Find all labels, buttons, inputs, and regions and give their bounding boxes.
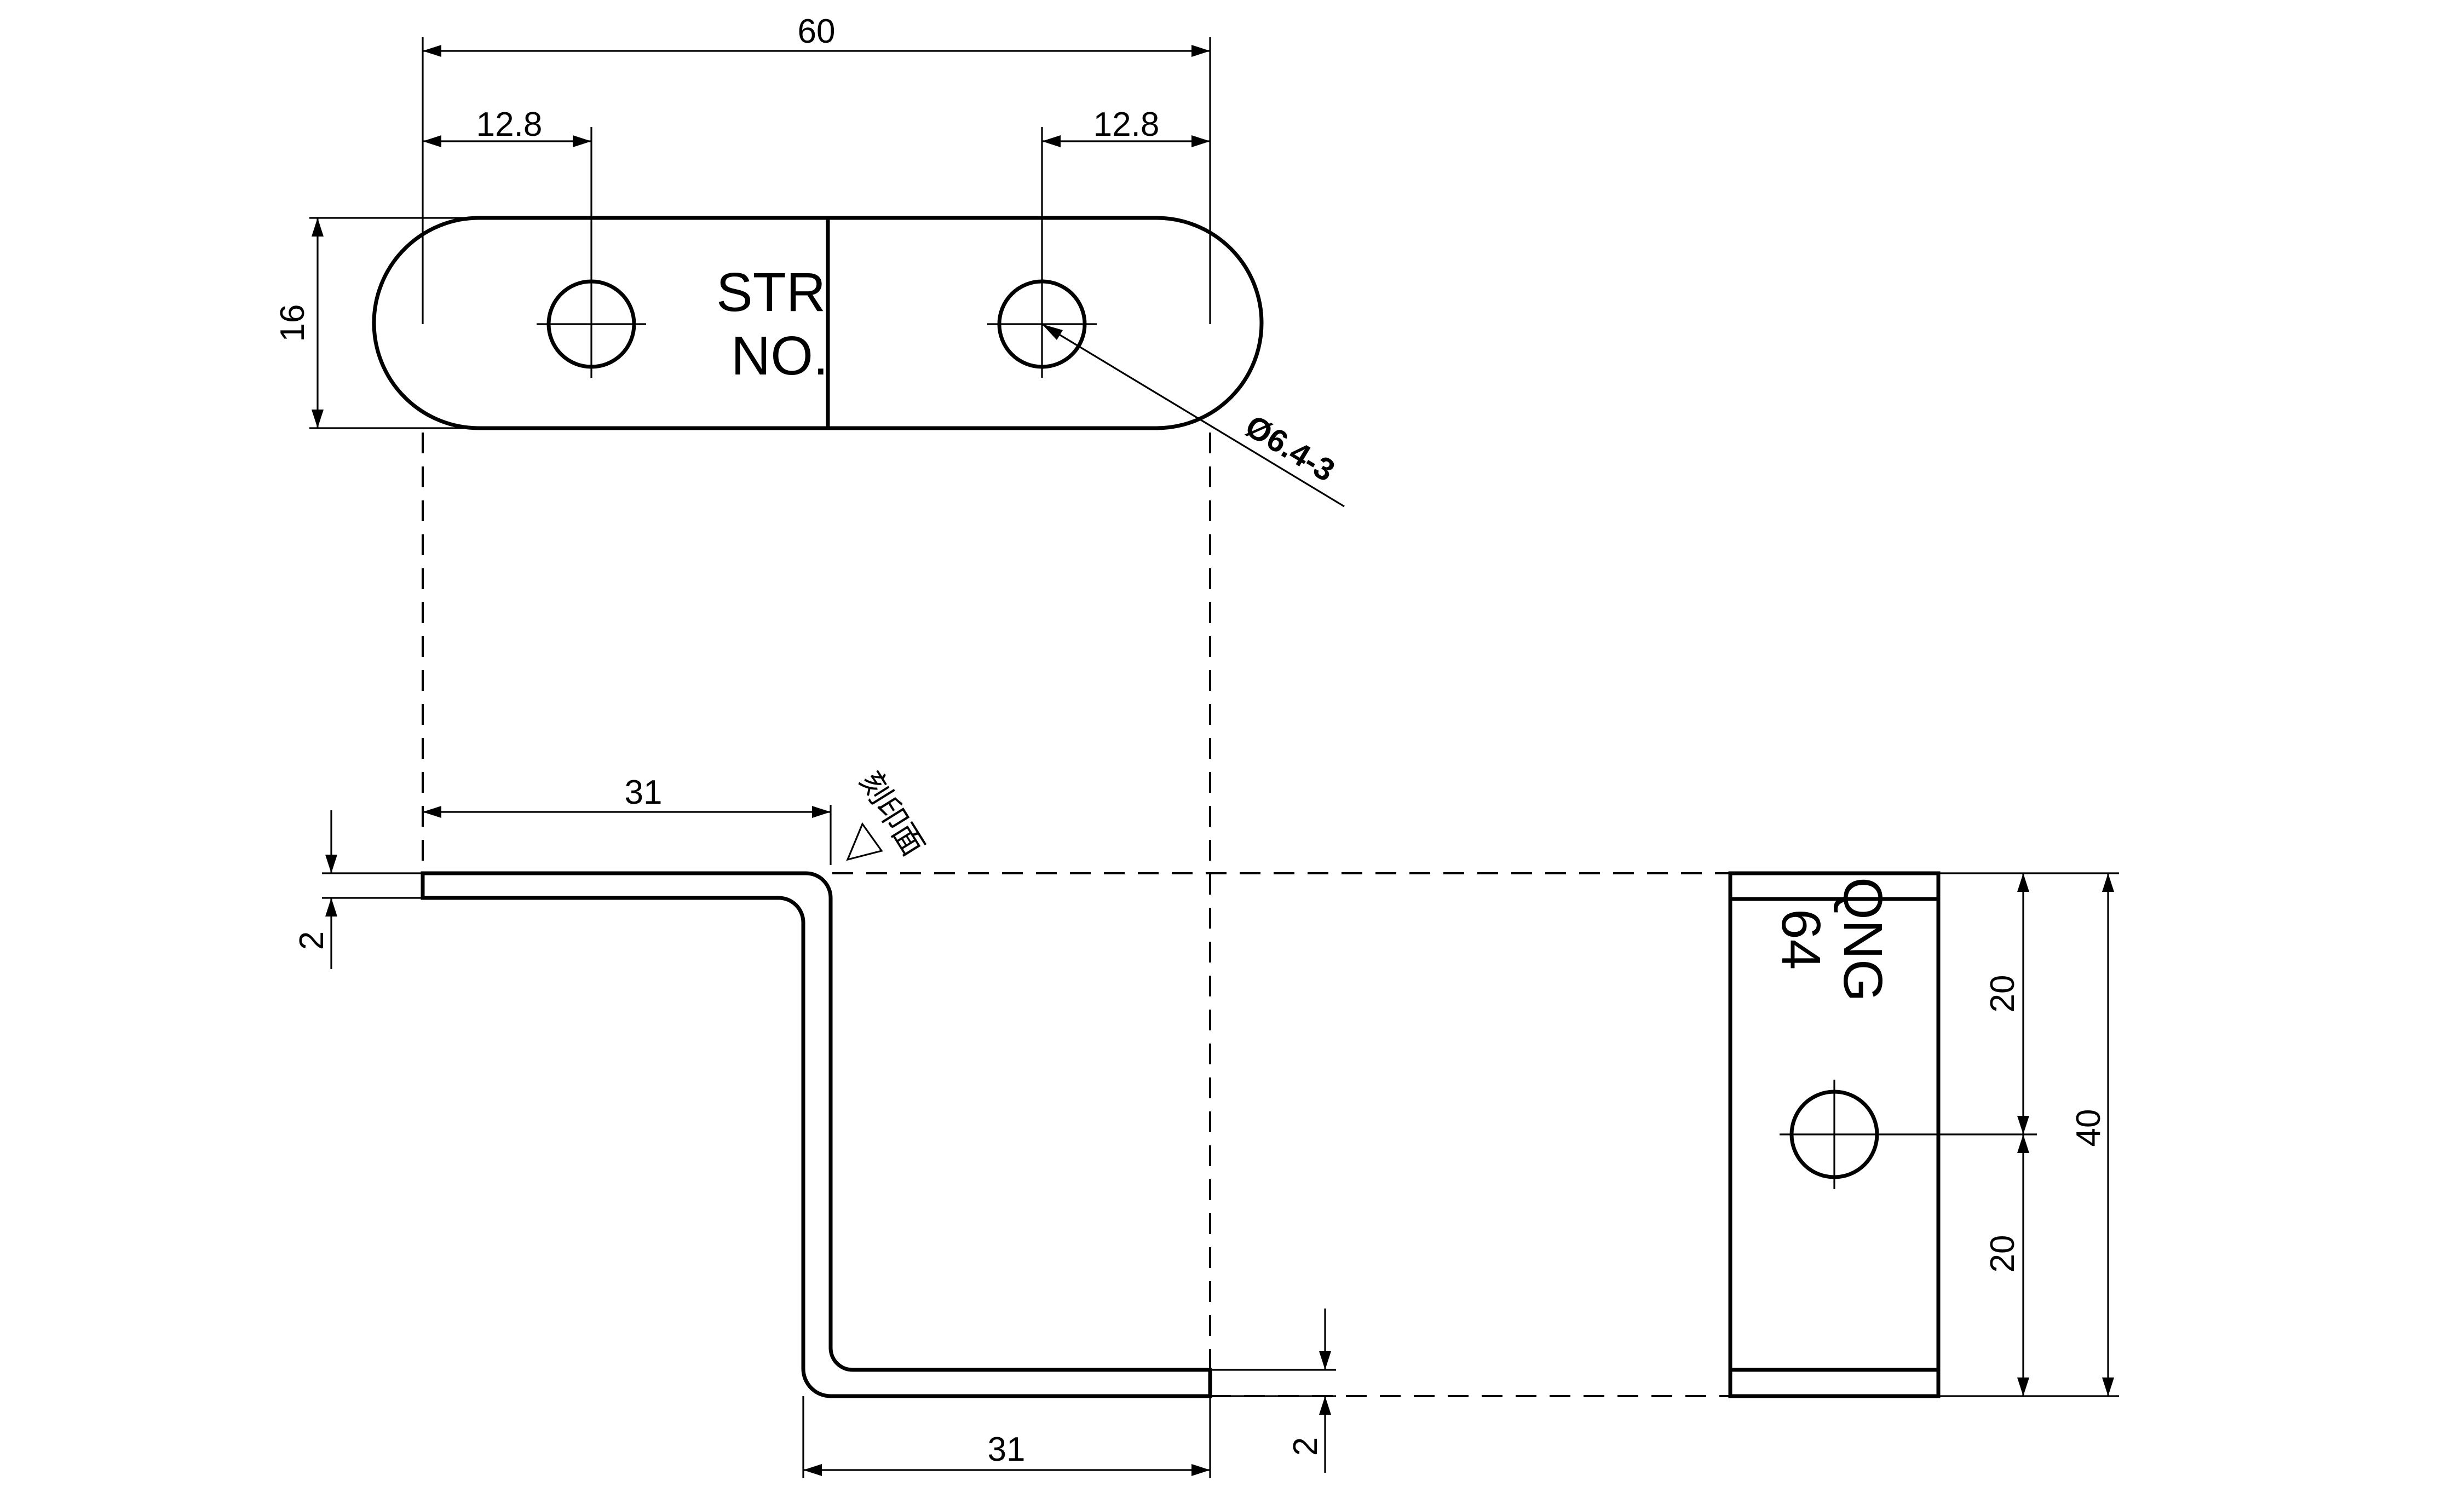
arrow [312, 218, 324, 237]
dim-hole-offset-left: 12.8 [476, 106, 543, 143]
arrow [1319, 1351, 1331, 1370]
side-mark-line1: QNG [1832, 877, 1893, 1002]
arrow [423, 135, 441, 147]
dim-overall-width: 60 [798, 13, 836, 50]
plate-outline [372, 216, 1264, 430]
side-mark-line2: 64 [1770, 909, 1832, 970]
arrow [325, 855, 337, 873]
dim-plate-height: 16 [274, 304, 312, 342]
arrow [2017, 873, 2029, 892]
arrow [2102, 1378, 2114, 1396]
arrow [1319, 1396, 1331, 1415]
arrow [1042, 324, 1063, 340]
hole-callout-leader [1041, 323, 1345, 508]
arrow [325, 898, 337, 917]
arrow [812, 806, 831, 818]
bracket-outline [421, 871, 1212, 1398]
arrow [1191, 1464, 1210, 1476]
arrow [2017, 1134, 2029, 1153]
arrow [423, 45, 441, 57]
arrow [312, 410, 324, 428]
arrow [803, 1464, 822, 1476]
dim-side-total: 40 [2070, 1109, 2108, 1147]
marking-face-label: 刻印面 [852, 765, 931, 862]
marking-line1: STR [716, 262, 826, 323]
arrow [573, 135, 591, 147]
marking-line2: NO. [731, 325, 828, 387]
arrow [2017, 1116, 2029, 1134]
dim-side-upper-half: 20 [1984, 975, 2022, 1013]
arrow [1191, 135, 1210, 147]
arrow [1042, 135, 1061, 147]
dim-hole-offset-right: 12.8 [1093, 106, 1160, 143]
arrow [2017, 1378, 2029, 1396]
dim-flange-top-length: 31 [625, 774, 663, 811]
top-view: STR NO. 60 12.8 12.8 16 Ø6.4-3 [274, 13, 1345, 508]
dim-flange-bottom-length: 31 [988, 1431, 1026, 1468]
dim-thickness-top: 2 [293, 931, 331, 950]
side-view: QNG 64 20 20 40 [1728, 871, 2119, 1398]
dim-side-lower-half: 20 [1984, 1235, 2022, 1273]
dim-thickness-bottom: 2 [1287, 1437, 1325, 1456]
arrow [1191, 45, 1210, 57]
hole-callout: Ø6.4-3 [1239, 408, 1340, 488]
arrow [423, 806, 441, 818]
projection-lines [422, 433, 1730, 1397]
marking-face-triangle [846, 822, 883, 861]
arrow [2102, 873, 2114, 892]
